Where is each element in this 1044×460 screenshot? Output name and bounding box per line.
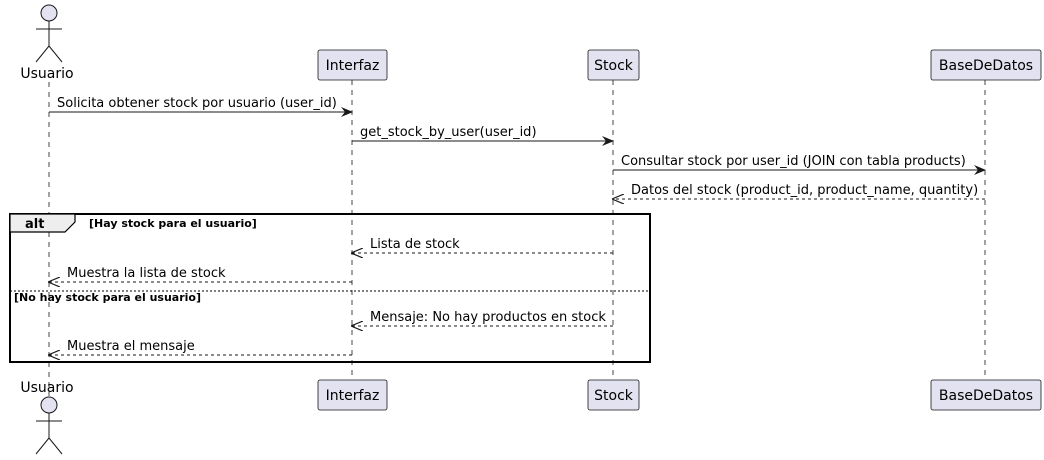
alt-keyword: alt xyxy=(25,217,44,232)
message-label: Mensaje: No hay productos en stock xyxy=(370,310,606,325)
participant-stock-top: Stock xyxy=(587,49,640,81)
actor-usuario-top: Usuario xyxy=(20,4,74,82)
participant-basededatos-top: BaseDeDatos xyxy=(930,49,1042,81)
participant-stock-bottom: Stock xyxy=(587,379,640,411)
alt-guard-2: [No hay stock para el usuario] xyxy=(14,291,201,304)
message-label: Muestra el mensaje xyxy=(67,339,195,354)
message-label: Lista de stock xyxy=(370,237,460,252)
participant-basededatos-bottom: BaseDeDatos xyxy=(930,379,1042,411)
participant-label: BaseDeDatos xyxy=(939,58,1033,74)
participant-interfaz-top: Interfaz xyxy=(317,49,388,81)
participant-label: BaseDeDatos xyxy=(939,388,1033,404)
actor-usuario-bottom: Usuario xyxy=(20,380,74,455)
participant-label: Interfaz xyxy=(326,58,380,74)
participant-label: Stock xyxy=(594,388,634,404)
message-label: Solicita obtener stock por usuario (user… xyxy=(57,96,337,111)
actor-label: Usuario xyxy=(20,380,73,396)
message-label: Datos del stock (product_id, product_nam… xyxy=(631,183,978,198)
participant-label: Stock xyxy=(594,58,634,74)
message-label: get_stock_by_user(user_id) xyxy=(360,125,537,140)
message-label: Muestra la lista de stock xyxy=(67,266,226,281)
actor-label: Usuario xyxy=(20,66,73,82)
alt-guard-1: [Hay stock para el usuario] xyxy=(89,217,257,230)
participant-label: Interfaz xyxy=(326,388,380,404)
alt-fragment: alt [Hay stock para el usuario] [No hay … xyxy=(9,213,651,363)
participant-interfaz-bottom: Interfaz xyxy=(317,379,388,411)
message-label: Consultar stock por user_id (JOIN con ta… xyxy=(621,154,966,169)
